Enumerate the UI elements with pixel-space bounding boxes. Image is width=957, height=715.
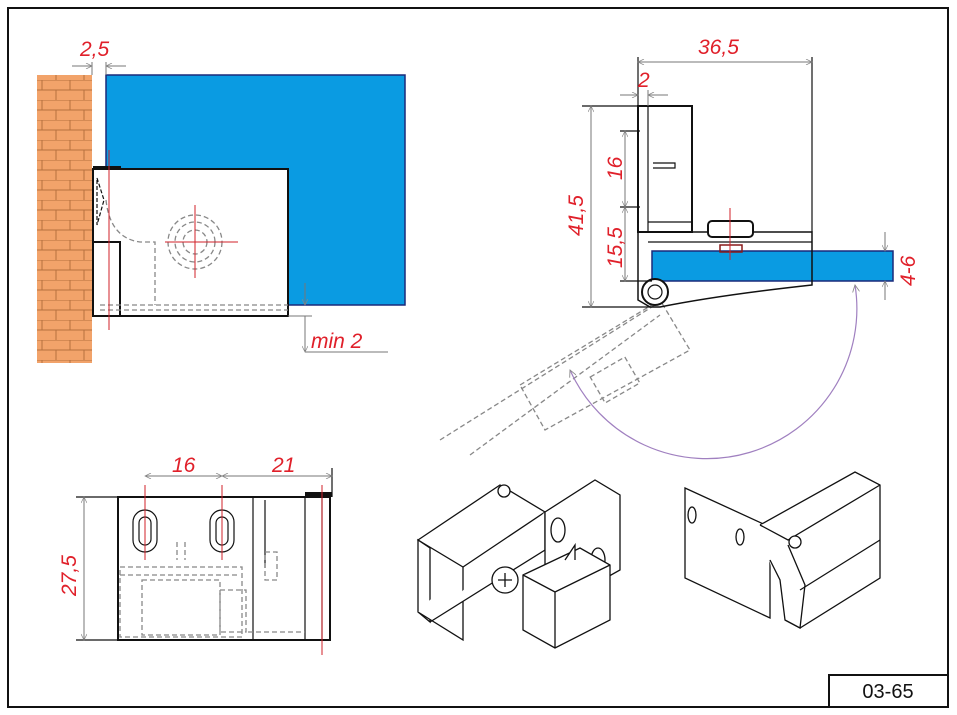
dimension-slot-spacing: 16 bbox=[145, 454, 222, 477]
side-section-view: 36,5 2 41,5 16 15,5 4-6 bbox=[439, 36, 920, 460]
dimension-offset: 21 bbox=[222, 454, 332, 497]
svg-text:27,5: 27,5 bbox=[58, 555, 81, 597]
title-block: 03-65 bbox=[828, 674, 949, 708]
svg-text:2: 2 bbox=[637, 69, 650, 92]
front-body bbox=[117, 496, 331, 641]
drawing-number: 03-65 bbox=[862, 681, 913, 703]
glass-panel-side bbox=[651, 250, 894, 282]
open-position-ghost bbox=[439, 299, 691, 456]
swing-arc bbox=[570, 285, 857, 460]
mounted-top-view: 2,5 min 2 bbox=[37, 38, 406, 363]
svg-text:41,5: 41,5 bbox=[565, 195, 588, 236]
svg-text:2,5: 2,5 bbox=[79, 38, 110, 61]
svg-text:21: 21 bbox=[271, 454, 295, 477]
hinge-pin bbox=[641, 278, 669, 306]
drawing-frame bbox=[7, 7, 949, 708]
isometric-view-front bbox=[416, 479, 621, 649]
front-view: 16 21 27,5 bbox=[58, 454, 332, 655]
svg-text:4-6: 4-6 bbox=[897, 255, 920, 286]
svg-text:15,5: 15,5 bbox=[604, 227, 627, 268]
dimension-gap: 2,5 bbox=[72, 38, 126, 75]
svg-text:36,5: 36,5 bbox=[698, 36, 739, 59]
wall-plate bbox=[637, 105, 693, 233]
dimension-height: 41,5 bbox=[565, 106, 650, 307]
svg-text:16: 16 bbox=[172, 454, 196, 477]
dimension-glass-thickness: 4-6 bbox=[885, 232, 920, 300]
isometric-view-back bbox=[684, 471, 881, 630]
dimension-wall: 2 bbox=[620, 69, 668, 106]
dimension-front-height: 27,5 bbox=[58, 497, 118, 640]
dimension-min-gap: min 2 bbox=[288, 283, 388, 353]
svg-text:min 2: min 2 bbox=[311, 330, 363, 353]
svg-text:16: 16 bbox=[604, 156, 627, 180]
dimension-lower: 15,5 bbox=[604, 207, 627, 281]
brick-wall bbox=[37, 75, 92, 363]
